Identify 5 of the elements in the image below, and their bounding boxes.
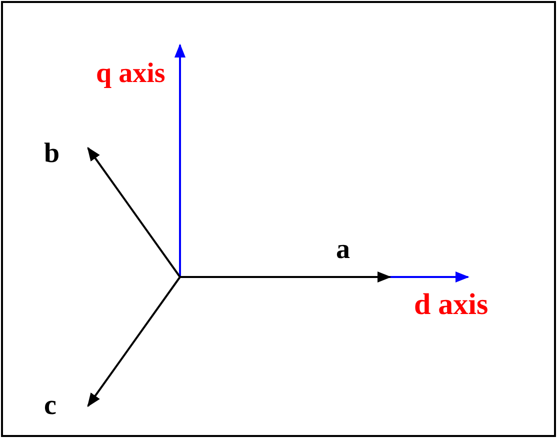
axis-label: q axis (96, 60, 166, 88)
vector-label: b (44, 140, 60, 168)
axis-label: d axis (414, 290, 488, 320)
vector-label: a (336, 236, 350, 264)
vector-label: c (44, 392, 56, 420)
